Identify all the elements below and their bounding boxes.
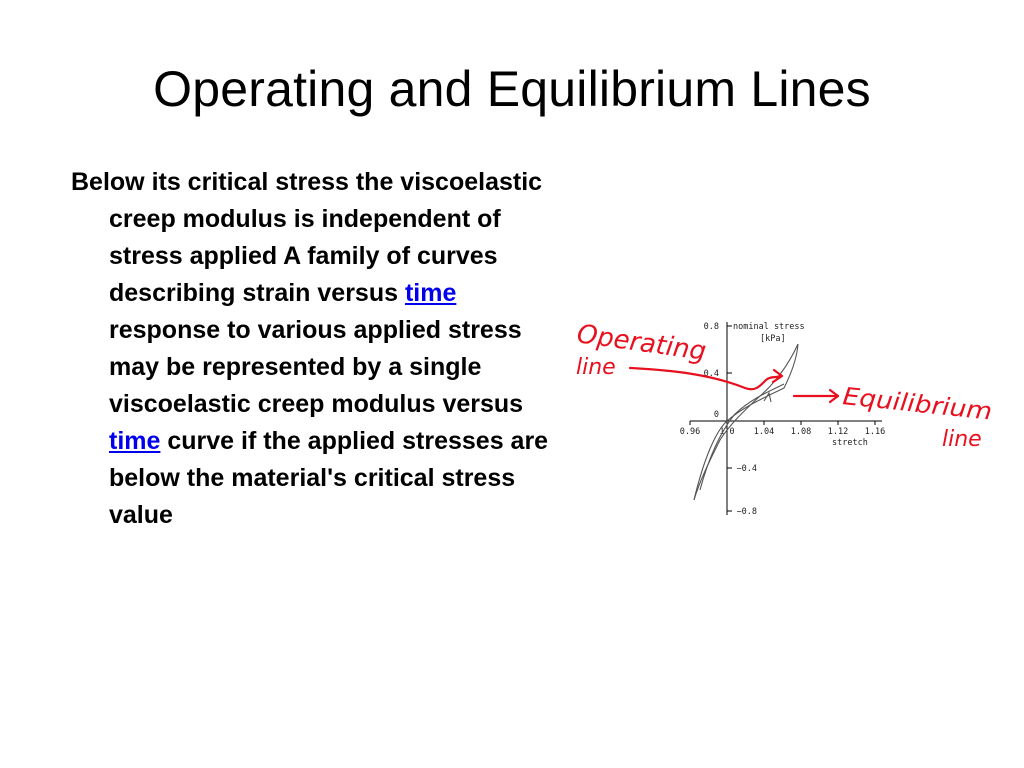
y-tick-label: 0 bbox=[714, 410, 719, 420]
body-text-part-3: curve if the applied stresses are below … bbox=[109, 427, 549, 529]
inner-curve bbox=[699, 383, 785, 491]
stress-stretch-figure: 0.8 0.4 0 −0.4 −0.8 0.96 1.0 1.04 1.08 1… bbox=[570, 300, 1000, 525]
body-text-part-2: response to various applied stress may b… bbox=[109, 316, 524, 418]
curve-arrowhead bbox=[763, 391, 772, 403]
x-tick-label: 1.08 bbox=[791, 427, 811, 437]
time-link-2[interactable]: time bbox=[109, 427, 161, 455]
equilibrium-annotation-word: Equilibrium bbox=[841, 382, 993, 426]
body-text-part-1: Below its critical stress the viscoelast… bbox=[71, 168, 543, 307]
y-tick-label: 0.4 bbox=[704, 369, 719, 379]
y-axis-unit-label: [kPa] bbox=[760, 334, 786, 344]
time-link-1[interactable]: time bbox=[404, 279, 457, 307]
equilibrium-annotation-line-word: line bbox=[942, 427, 982, 452]
y-tick-label: −0.8 bbox=[737, 507, 757, 517]
x-ticks: 0.96 1.0 1.04 1.08 1.12 1.16 bbox=[680, 421, 885, 437]
y-tick-label: −0.4 bbox=[737, 464, 757, 474]
y-ticks: 0.8 0.4 0 −0.4 −0.8 bbox=[704, 322, 757, 517]
operating-annotation-line-word: line bbox=[576, 355, 616, 380]
operating-pointer-arrow bbox=[628, 366, 782, 391]
x-tick-label: 1.16 bbox=[865, 427, 885, 437]
x-axis-label: stretch bbox=[832, 438, 868, 448]
equilibrium-arrowhead bbox=[828, 388, 840, 404]
operating-arrowhead bbox=[771, 368, 784, 384]
stress-stretch-plot: 0.8 0.4 0 −0.4 −0.8 0.96 1.0 1.04 1.08 1… bbox=[575, 319, 993, 517]
x-tick-label: 1.04 bbox=[754, 427, 774, 437]
unloading-curve bbox=[693, 343, 799, 501]
body-paragraph: Below its critical stress the viscoelast… bbox=[71, 164, 549, 534]
x-tick-label: 0.96 bbox=[680, 427, 700, 437]
loading-curve bbox=[693, 343, 799, 501]
hysteresis-curves bbox=[693, 343, 799, 501]
slide-title: Operating and Equilibrium Lines bbox=[153, 61, 871, 117]
y-axis-label: nominal stress bbox=[733, 322, 805, 332]
x-tick-label: 1.0 bbox=[719, 427, 734, 437]
x-tick-label: 1.12 bbox=[828, 427, 848, 437]
y-tick-label: 0.8 bbox=[704, 322, 719, 332]
